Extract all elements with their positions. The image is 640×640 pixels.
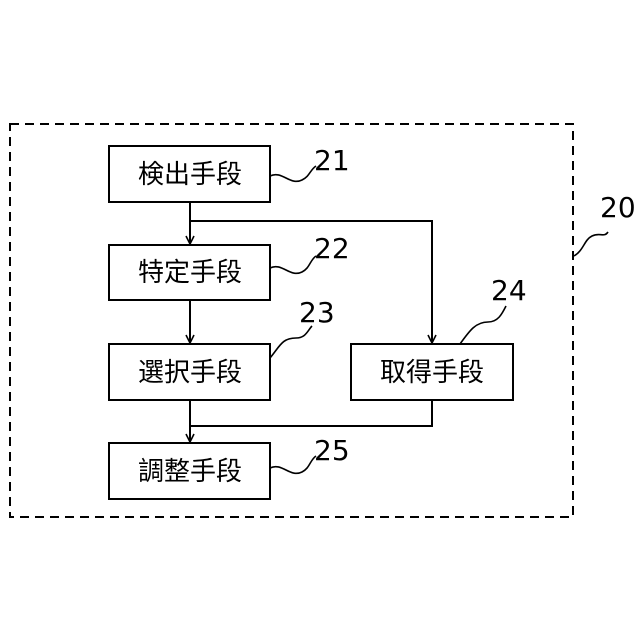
block-acquire-label: 取得手段: [380, 358, 484, 388]
block-adjust-label: 調整手段: [138, 457, 242, 487]
device-boundary: [10, 124, 573, 517]
block-acquire: 取得手段: [351, 344, 513, 400]
ref-number-22: 22: [314, 232, 350, 265]
block-detect-label: 検出手段: [138, 160, 242, 190]
ref-number-23: 23: [299, 296, 335, 329]
block-detect: 検出手段: [109, 146, 270, 202]
boundary-ref-number: 20: [600, 191, 636, 224]
ref-number-24: 24: [491, 274, 527, 307]
leader-line-25: [270, 456, 316, 473]
boundary-leader-line: [574, 232, 608, 256]
leader-line-21: [270, 166, 316, 181]
block-identify: 特定手段: [109, 245, 270, 300]
ref-number-25: 25: [314, 434, 350, 467]
block-select-label: 選択手段: [138, 358, 242, 388]
block-adjust: 調整手段: [109, 443, 270, 499]
leader-line-24: [460, 306, 506, 344]
block-select: 選択手段: [109, 344, 270, 400]
leader-line-22: [270, 256, 316, 273]
block-identify-label: 特定手段: [138, 258, 242, 288]
ref-number-21: 21: [314, 144, 350, 177]
arrow-24-to-25: [190, 400, 432, 426]
leader-line-23: [270, 326, 312, 358]
